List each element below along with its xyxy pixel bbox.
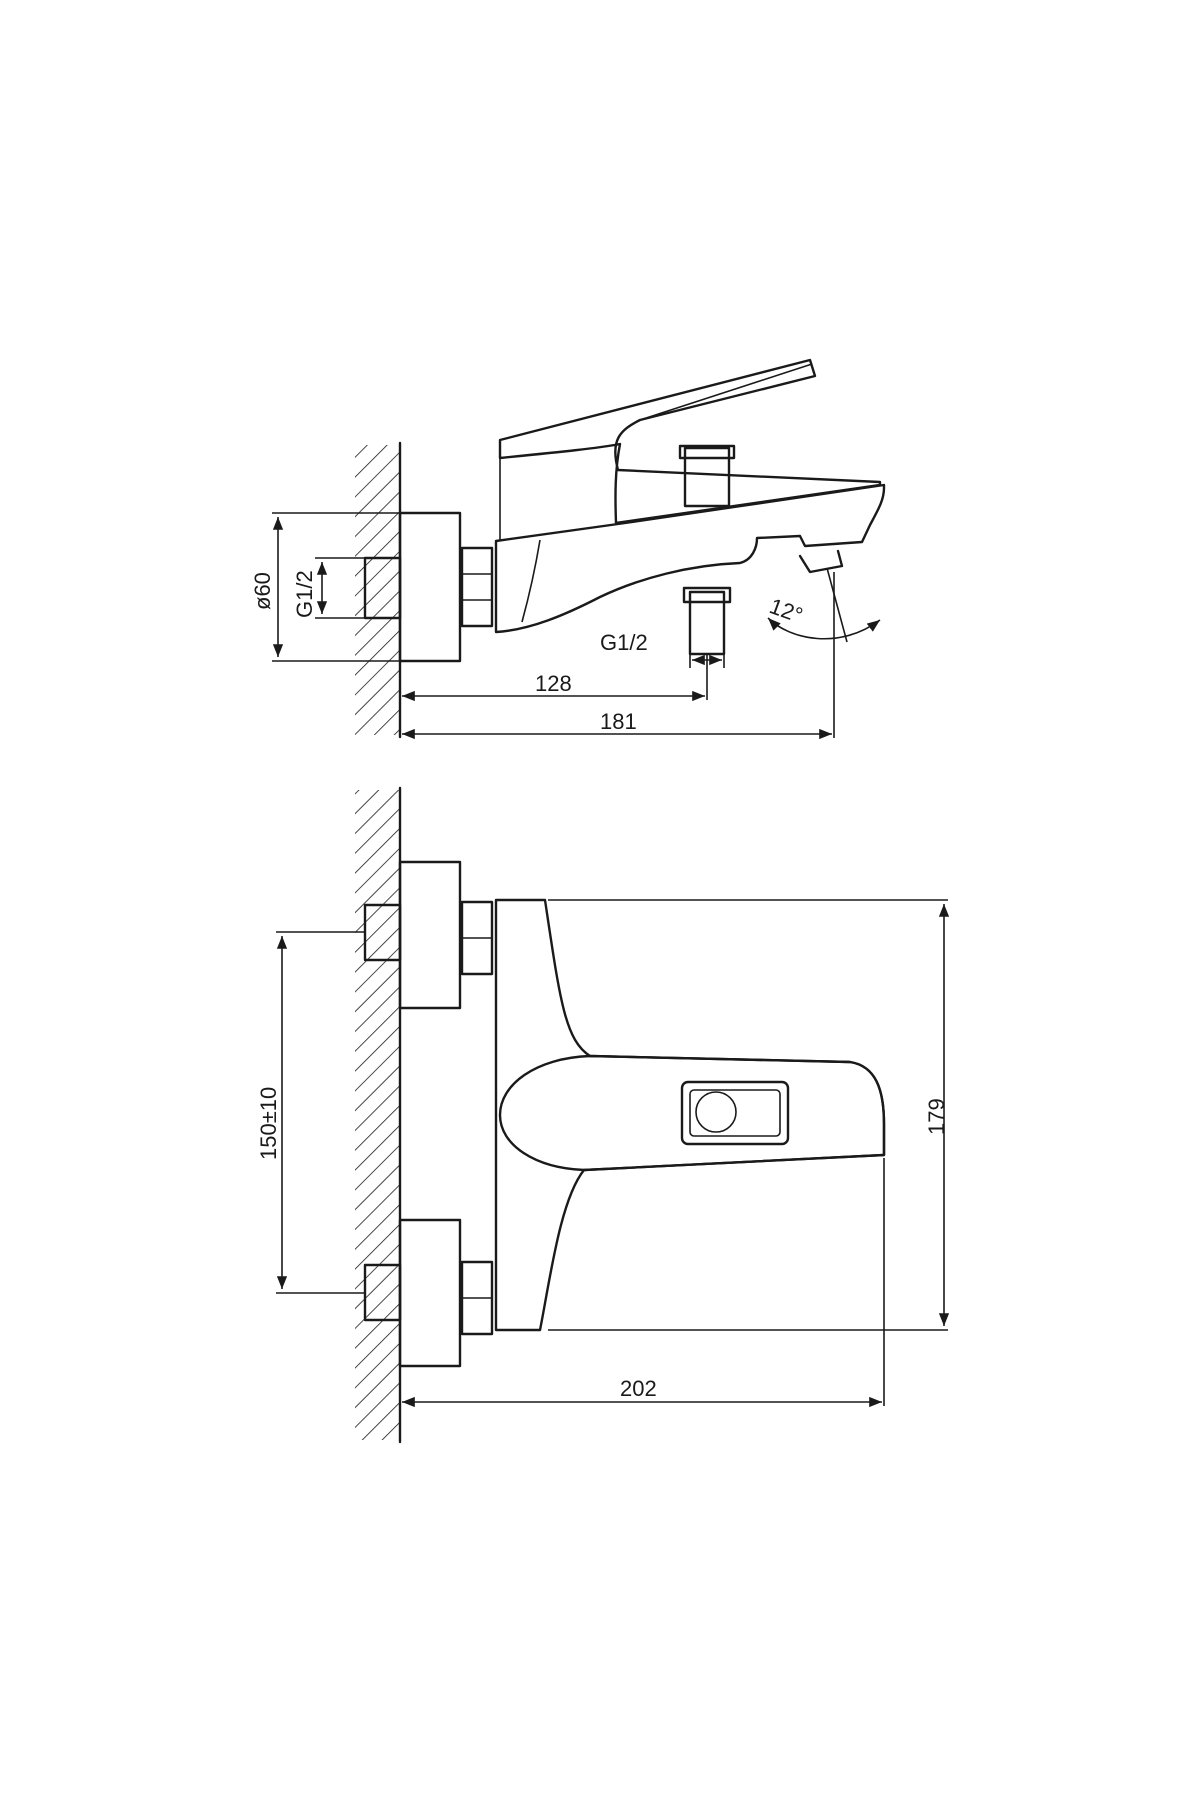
dim-inlet-thread: G1/2 [292, 570, 317, 618]
mixer-body-contour [521, 539, 541, 623]
top-view: 150±10 179 202 [256, 786, 950, 1444]
hex-nut-side [460, 546, 494, 628]
inlet-assembly-bottom [363, 1218, 494, 1368]
dim-overall-length: 181 [600, 709, 637, 734]
diverter-knob-side [678, 444, 736, 508]
side-view: ø60 G1/2 G1/2 128 181 12° [250, 358, 886, 740]
dim-diameter: ø60 [250, 572, 275, 610]
diverter-knob-top [680, 1080, 790, 1146]
wall-flange-side [398, 511, 462, 663]
lever-handle-top-edge [639, 363, 813, 421]
wall-hatch-side [355, 441, 402, 739]
dim-overall-length-top: 202 [620, 1376, 657, 1401]
dim-spout-length: 128 [535, 671, 572, 696]
lever-handle-top [498, 1054, 886, 1172]
wall-hatch-top [355, 786, 402, 1444]
inlet-pipe-side [363, 556, 402, 620]
lever-handle-side [498, 358, 882, 525]
dim-inlet-spacing: 150±10 [256, 1087, 281, 1160]
mixer-body-side [494, 483, 886, 634]
dim-outlet-thread: G1/2 [600, 630, 648, 655]
spout-aerator [798, 549, 844, 574]
shower-outlet-side [682, 586, 732, 656]
dim-overall-width: 179 [924, 1098, 949, 1135]
